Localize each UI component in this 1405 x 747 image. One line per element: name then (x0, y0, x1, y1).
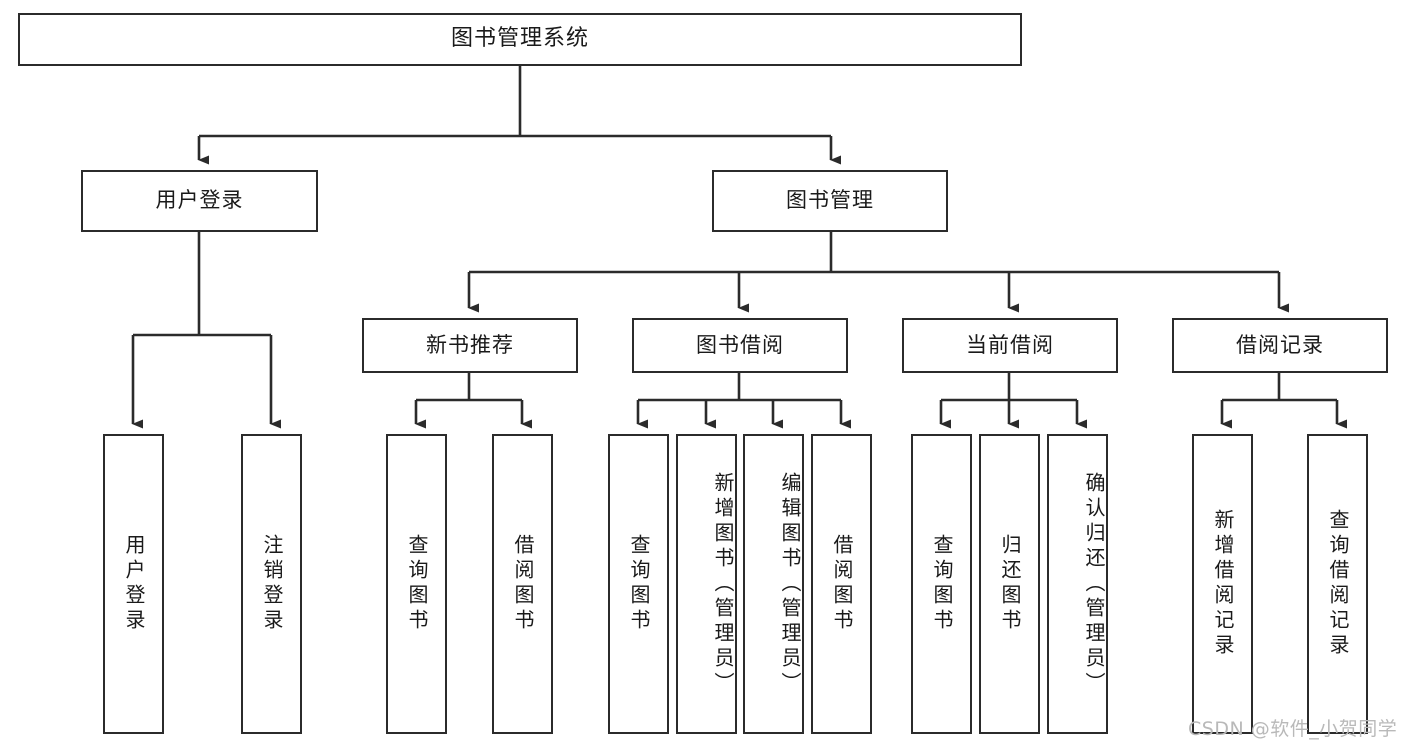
node-borrow-record[interactable]: 借阅记录 (1172, 318, 1388, 373)
leaf-new-book-query-book-label: 查询图书 (405, 534, 429, 634)
leaf-book-borrow-add-book-admin-label: 新增图书（管理员） (711, 471, 735, 697)
leaf-book-borrow-query-book-label: 查询图书 (627, 534, 651, 634)
node-book-borrow[interactable]: 图书借阅 (632, 318, 848, 373)
edges-book-mgmt (467, 232, 1289, 313)
edges-user-login (131, 232, 281, 429)
leaf-user-login-logout-label: 注销登录 (260, 534, 284, 634)
leaf-book-borrow-borrow-book[interactable]: 借阅图书 (811, 434, 872, 734)
edges-book-borrow (636, 373, 851, 429)
leaf-book-borrow-edit-book-admin[interactable]: 编辑图书（管理员） (743, 434, 804, 734)
leaf-borrow-record-add-record-label: 新增借阅记录 (1211, 509, 1235, 659)
leaf-book-borrow-borrow-book-label: 借阅图书 (830, 534, 854, 634)
node-book-management-label: 图书管理 (786, 188, 874, 213)
node-user-login[interactable]: 用户登录 (81, 170, 318, 232)
leaf-new-book-query-book[interactable]: 查询图书 (386, 434, 447, 734)
edges-current-borrow (939, 373, 1087, 429)
leaf-current-borrow-confirm-return-admin-label: 确认归还（管理员） (1082, 471, 1106, 697)
leaf-book-borrow-edit-book-admin-label: 编辑图书（管理员） (778, 471, 802, 697)
node-user-login-label: 用户登录 (155, 188, 244, 213)
node-book-management[interactable]: 图书管理 (712, 170, 948, 232)
leaf-borrow-record-query-record-label: 查询借阅记录 (1326, 509, 1350, 659)
node-current-borrow-label: 当前借阅 (966, 332, 1054, 357)
node-book-borrow-label: 图书借阅 (696, 332, 784, 357)
leaf-current-borrow-return-book-label: 归还图书 (998, 534, 1022, 634)
node-new-book-recommend[interactable]: 新书推荐 (362, 318, 578, 373)
leaf-new-book-borrow-book[interactable]: 借阅图书 (492, 434, 553, 734)
leaf-current-borrow-query-book-label: 查询图书 (930, 534, 954, 634)
leaf-current-borrow-query-book[interactable]: 查询图书 (911, 434, 972, 734)
node-new-book-recommend-label: 新书推荐 (426, 332, 514, 357)
leaf-book-borrow-add-book-admin[interactable]: 新增图书（管理员） (676, 434, 737, 734)
edges-root (197, 66, 841, 165)
leaf-user-login-login-label: 用户登录 (122, 534, 146, 634)
leaf-current-borrow-confirm-return-admin[interactable]: 确认归还（管理员） (1047, 434, 1108, 734)
leaf-borrow-record-add-record[interactable]: 新增借阅记录 (1192, 434, 1253, 734)
node-borrow-record-label: 借阅记录 (1236, 332, 1324, 357)
leaf-user-login-login[interactable]: 用户登录 (103, 434, 164, 734)
edges-new-book (414, 373, 532, 429)
leaf-current-borrow-return-book[interactable]: 归还图书 (979, 434, 1040, 734)
node-current-borrow[interactable]: 当前借阅 (902, 318, 1118, 373)
leaf-borrow-record-query-record[interactable]: 查询借阅记录 (1307, 434, 1368, 734)
csdn-watermark: CSDN @软件_小贺同学 (1188, 718, 1398, 740)
leaf-book-borrow-query-book[interactable]: 查询图书 (608, 434, 669, 734)
leaf-new-book-borrow-book-label: 借阅图书 (511, 534, 535, 634)
edges-borrow-record (1220, 373, 1347, 429)
leaf-user-login-logout[interactable]: 注销登录 (241, 434, 302, 734)
node-root-system[interactable]: 图书管理系统 (18, 13, 1022, 66)
node-root-system-label: 图书管理系统 (450, 26, 589, 52)
